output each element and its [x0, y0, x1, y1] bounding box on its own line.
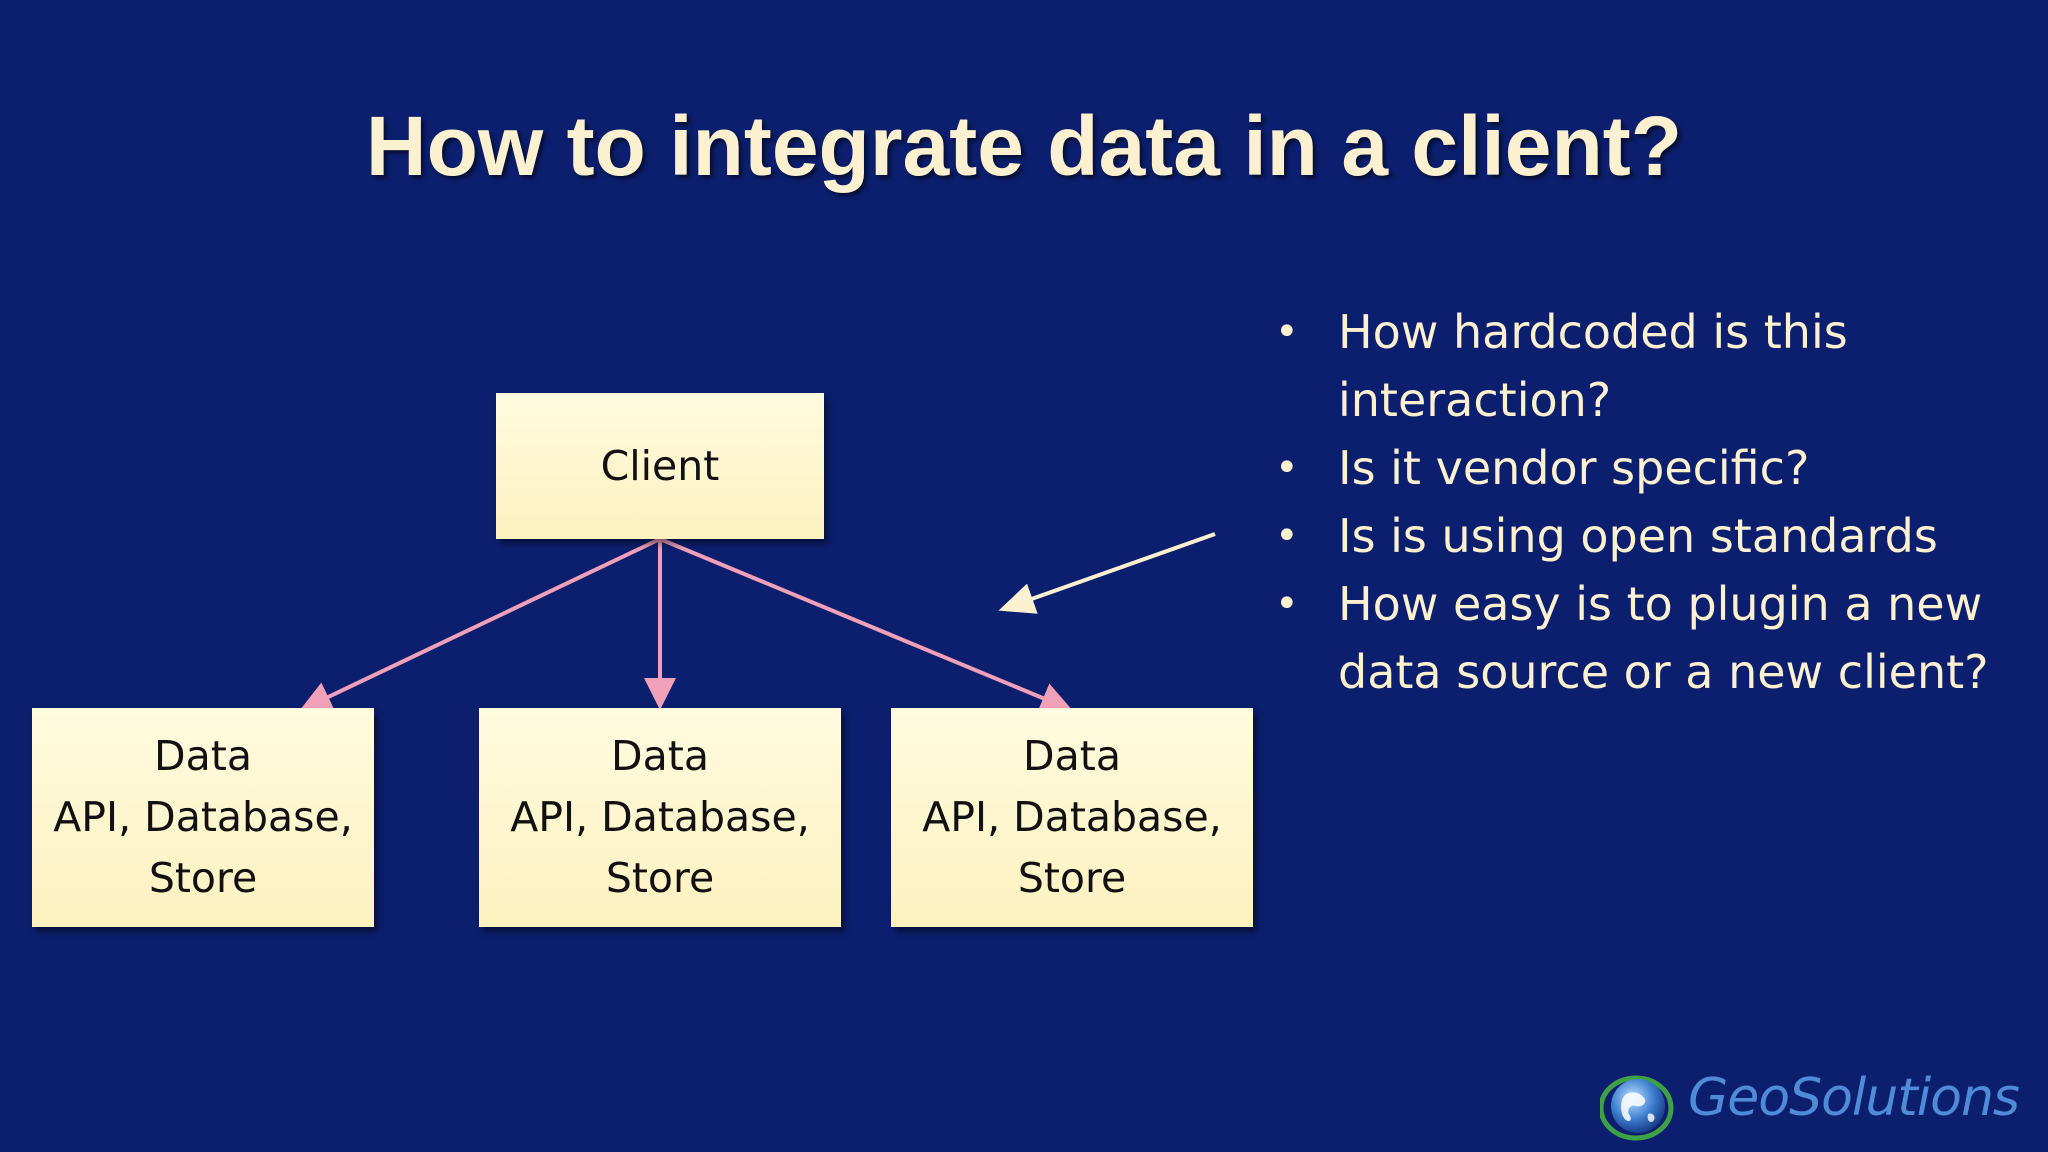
bullet-item: • Is it vendor specific?: [1265, 434, 2025, 502]
globe-icon: [1600, 1075, 1674, 1141]
geosolutions-logo: GeoSolutions: [1600, 1066, 2040, 1144]
data-box: Data API, Database, Store: [32, 708, 374, 927]
connector-client-to-data-1: [299, 537, 661, 712]
bullet-text: How easy is to plugin a new data source …: [1338, 577, 1989, 699]
bullet-text: How hardcoded is this interaction?: [1338, 305, 1848, 427]
bullet-item: • How hardcoded is this interaction?: [1265, 298, 2025, 434]
data-box-line: Store: [148, 854, 258, 902]
data-box-line: API, Database,: [53, 793, 353, 841]
data-box-line: Store: [1017, 854, 1127, 902]
data-box: Data API, Database, Store: [479, 708, 841, 927]
data-box-title: Data: [154, 732, 252, 780]
bullet-dot-icon: •: [1275, 513, 1299, 559]
pointer-arrow: [998, 532, 1216, 614]
bullet-item: • Is is using open standards: [1265, 502, 2025, 570]
bullet-dot-icon: •: [1275, 445, 1299, 491]
bullet-dot-icon: •: [1275, 581, 1299, 627]
data-box-line: Store: [605, 854, 715, 902]
bullet-text: Is it vendor specific?: [1338, 441, 1810, 495]
bullet-list: • How hardcoded is this interaction? • I…: [1265, 298, 2025, 706]
data-box-line: API, Database,: [922, 793, 1222, 841]
bullet-dot-icon: •: [1275, 309, 1299, 355]
data-box-line: API, Database,: [510, 793, 810, 841]
bullet-text: Is is using open standards: [1338, 509, 1938, 563]
bullet-item: • How easy is to plugin a new data sourc…: [1265, 570, 2025, 706]
data-box-title: Data: [611, 732, 709, 780]
slide-title: How to integrate data in a client?: [365, 99, 1683, 193]
client-label: Client: [600, 441, 720, 490]
logo-wordmark: GeoSolutions: [1688, 1068, 2020, 1128]
data-box-title: Data: [1023, 732, 1121, 780]
connector-client-to-data-3: [659, 537, 1073, 714]
client-box: Client: [496, 393, 824, 539]
data-box: Data API, Database, Store: [891, 708, 1253, 927]
